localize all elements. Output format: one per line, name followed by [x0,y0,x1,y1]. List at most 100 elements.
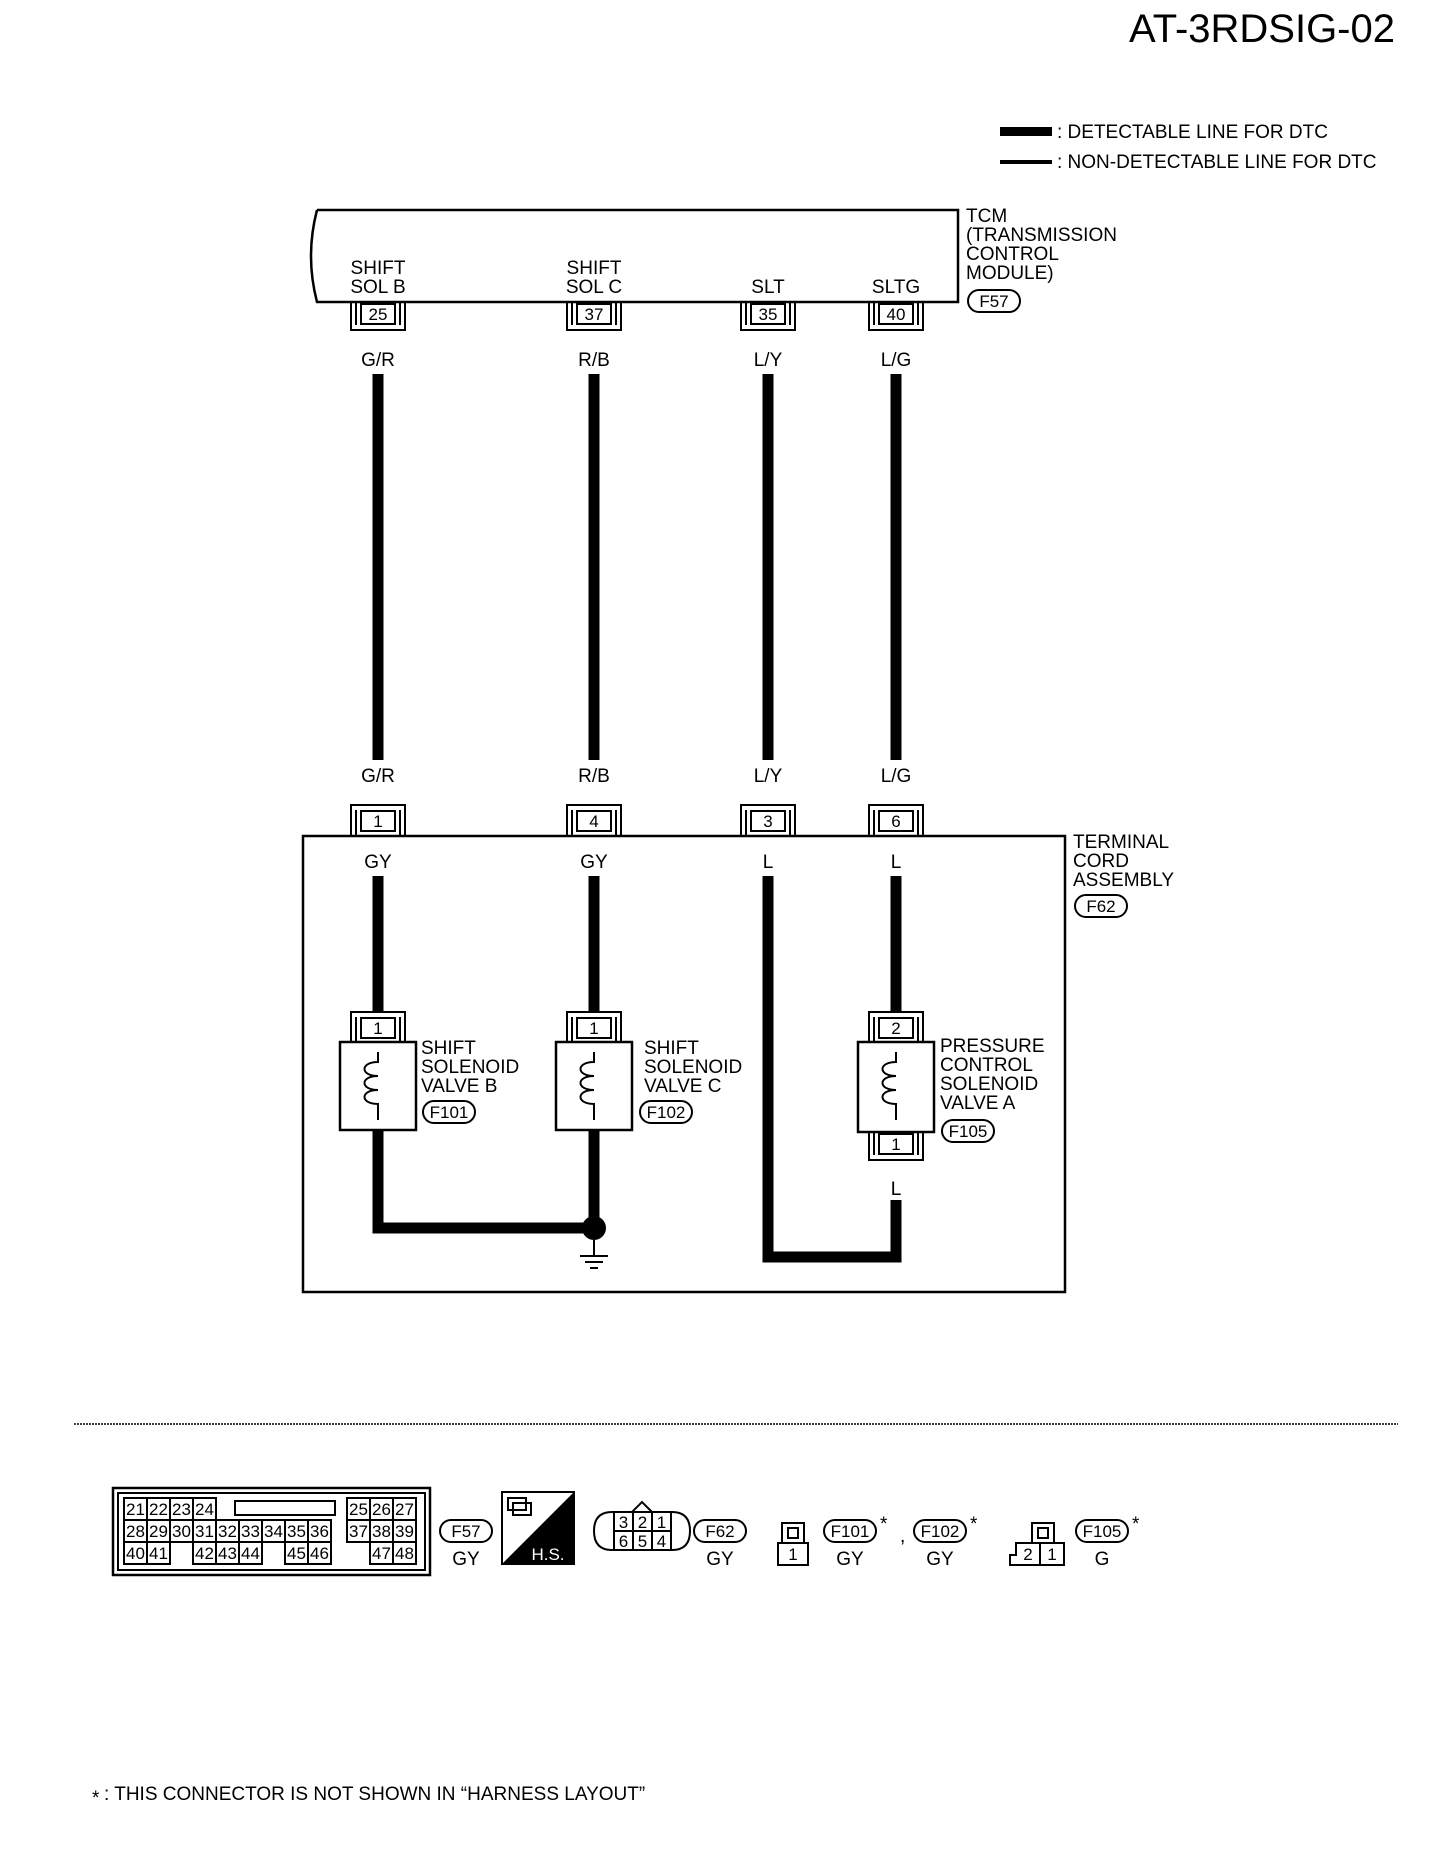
f101-id: F101 [831,1522,870,1541]
legend: : DETECTABLE LINE FOR DTC : NON-DETECTAB… [1000,122,1377,173]
ground-wire [372,1130,594,1234]
solenoid-name: SHIFT [421,1038,476,1059]
terminal-cord-connector-badge [1074,894,1128,918]
internal-wire-loop [762,876,902,1263]
ground-icon [580,1240,608,1269]
pressure-control-solenoid-a: 2 1 L PRESSURE CONTROL SOLENOID VALVE A … [856,1011,1045,1200]
tcm-pin-40: 40 [868,303,924,331]
f57-pin: 31 [195,1522,214,1541]
coil-icon [363,1052,379,1120]
f57-pin: 45 [287,1544,306,1563]
solenoid-name: SHIFT [644,1038,699,1059]
f57-color: GY [452,1549,480,1570]
f57-pin: 25 [349,1500,368,1519]
f57-blank-slot [234,1500,336,1516]
solenoid-name: SOLENOID [421,1057,519,1078]
f57-id: F57 [451,1522,480,1541]
wire-color-label: L [891,1179,902,1200]
f57-pin: 29 [149,1522,168,1541]
tcm-box [309,208,960,304]
f101-star: * [880,1514,888,1535]
cord-pin-number: 1 [373,812,382,831]
f62-pin: 6 [619,1532,628,1551]
cord-pin-1: 1 [350,804,406,836]
legend-detectable-text: : DETECTABLE LINE FOR DTC [1057,122,1328,143]
f101-pin: 1 [788,1545,797,1564]
tcm-pin-35: 35 [740,303,796,331]
wire-color-label: L [891,852,902,873]
footnote-star: * [92,1788,100,1809]
f57-pin: 30 [172,1522,191,1541]
solenoid-name: CONTROL [940,1055,1033,1076]
tcm-terminal-label: SHIFT [351,258,406,279]
f57-pin: 41 [149,1544,168,1563]
f102-id: F102 [921,1522,960,1541]
wire-color-label: L/Y [754,350,783,371]
solenoid-connector-id: F105 [949,1122,988,1141]
f57-pin: 43 [218,1544,237,1563]
f105-pin: 1 [1047,1545,1056,1564]
f62-pin: 1 [657,1513,666,1532]
f105-id: F105 [1083,1522,1122,1541]
non-detectable-line-swatch [1000,160,1052,164]
f57-pin: 40 [126,1544,145,1563]
solenoid-body [338,1040,418,1132]
tcm-terminal-label: SOL C [566,277,622,298]
f57-pin: 28 [126,1522,145,1541]
f62-pin: 4 [657,1532,666,1551]
wire-color-label: L/Y [754,766,783,787]
terminal-cord-assembly: TERMINAL CORD ASSEMBLY F62 [301,832,1174,1294]
f105-color: G [1095,1549,1110,1570]
solenoid-pin-number: 2 [891,1019,900,1038]
solenoid-name: VALVE A [940,1093,1016,1114]
f62-color: GY [706,1549,734,1570]
f62-pin: 2 [638,1513,647,1532]
tcm-name-line-3: CONTROL [966,244,1059,265]
f57-pin: 46 [310,1544,329,1563]
f62-id: F62 [705,1522,734,1541]
solenoid-name: VALVE C [644,1076,721,1097]
tcm-terminal-label: SLTG [872,277,920,298]
solenoid-pin-number: 1 [891,1135,900,1154]
wire-color-label: R/B [578,350,610,371]
f57-connector-face: 21 22 23 24 25 26 27 28 29 30 31 32 33 3… [111,1486,493,1577]
cord-pin-number: 4 [589,812,598,831]
coil-icon [881,1052,897,1120]
f62-badge [693,1519,747,1543]
f57-pin: 38 [372,1522,391,1541]
f57-pin: 34 [264,1522,283,1541]
wire-color-label: GY [364,852,392,873]
terminal-cord-box [301,834,1067,1294]
footnote-text: : THIS CONNECTOR IS NOT SHOWN IN “HARNES… [104,1784,645,1805]
hs-icon: H.S. [501,1491,575,1565]
tcm-name-line-4: MODULE) [966,263,1054,284]
f57-pin: 26 [372,1500,391,1519]
f57-pin: 21 [126,1500,145,1519]
f57-pin: 39 [395,1522,414,1541]
cord-pin-number: 6 [891,812,900,831]
legend-non-detectable-text: : NON-DETECTABLE LINE FOR DTC [1057,152,1377,173]
tcm-module: TCM (TRANSMISSION CONTROL MODULE) F57 [309,206,1117,313]
f57-pin: 48 [395,1544,414,1563]
solenoid-connector-id: F102 [647,1103,686,1122]
terminal-cord-name-line-2: CORD [1073,851,1129,872]
f62-pin: 5 [638,1532,647,1551]
tcm-terminal-label: SLT [751,277,785,298]
terminal-cord-connector-id: F62 [1086,897,1115,916]
f105-connector-face: 2 1 F105 * G [1009,1514,1140,1570]
tcm-pin-number: 37 [585,305,604,324]
wire-color-label: G/R [361,766,395,787]
tcm-terminal-label: SHIFT [567,258,622,279]
solenoid-name: SOLENOID [644,1057,742,1078]
solenoid-valve-c: 1 SHIFT SOLENOID VALVE C F102 [554,1011,742,1132]
detectable-line-swatch [1000,127,1052,136]
tcm-pin-number: 25 [369,305,388,324]
f101-f102-connector-face: 1 F101 * GY , F102 * GY [777,1514,978,1570]
wire-color-label: GY [580,852,608,873]
tcm-pin-number: 40 [887,305,906,324]
terminal-cord-name-line-3: ASSEMBLY [1073,870,1174,891]
tcm-pin-number: 35 [759,305,778,324]
f105-pin: 2 [1023,1545,1032,1564]
f62-pin: 3 [619,1513,628,1532]
